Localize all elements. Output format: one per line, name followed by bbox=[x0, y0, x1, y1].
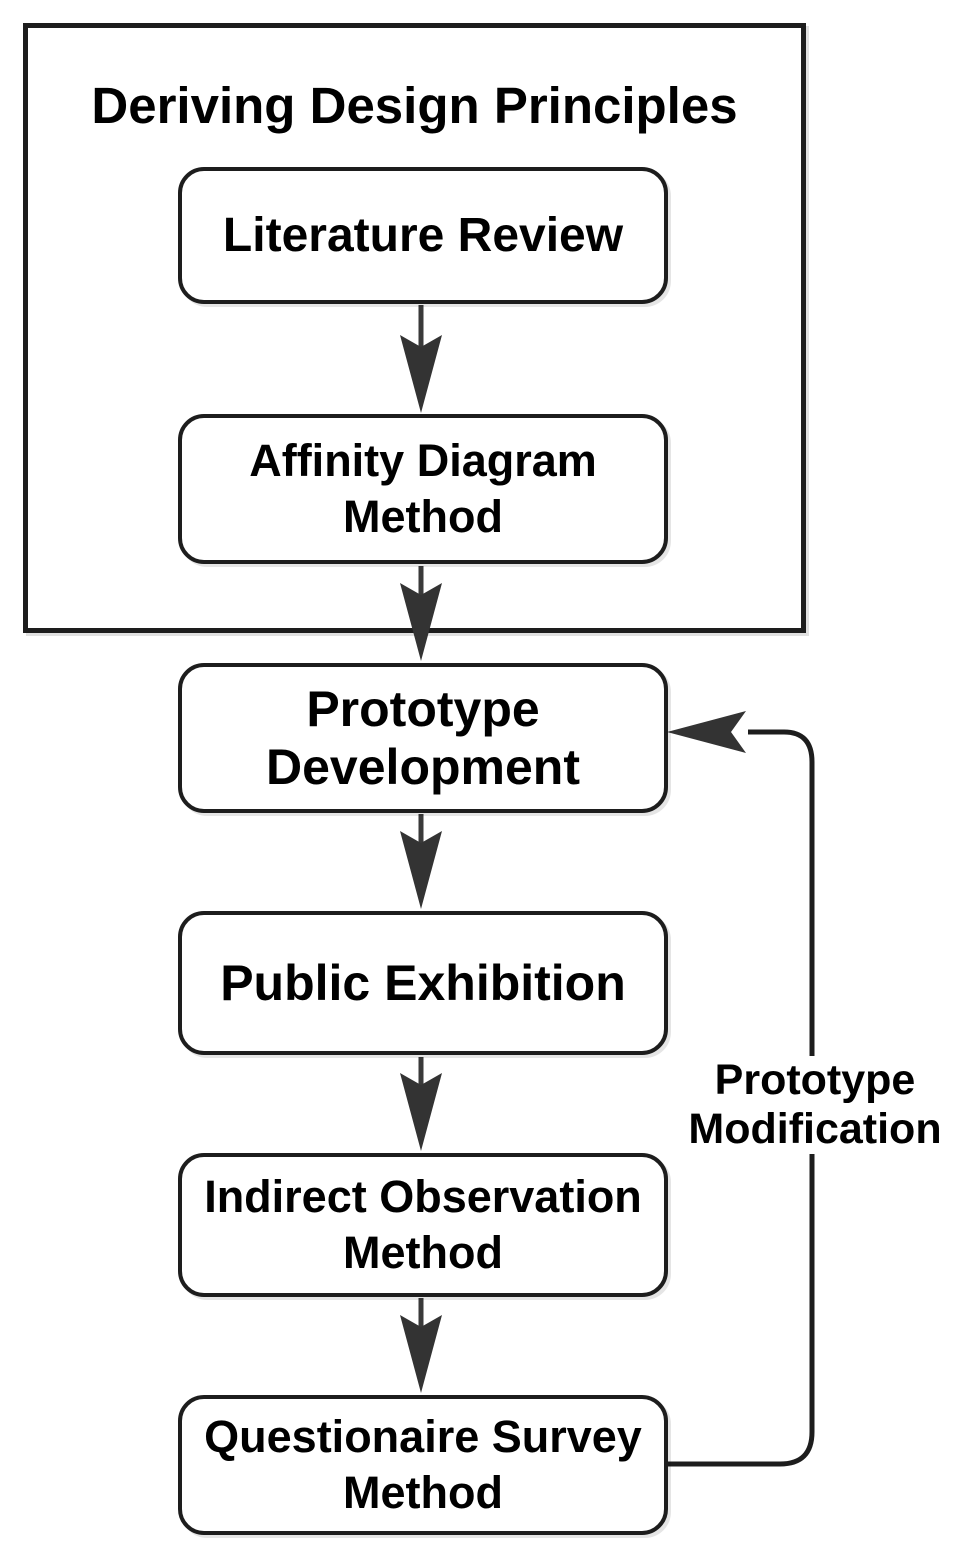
node-label-line2: Method bbox=[343, 1467, 503, 1518]
feedback-label-line2: Modification bbox=[688, 1105, 942, 1153]
node-label-line1: Prototype bbox=[306, 681, 540, 737]
node-label-line2: Method bbox=[343, 491, 503, 542]
arrow-affinity-to-prototype bbox=[400, 566, 442, 661]
node-label-line1: Questionaire Survey bbox=[204, 1411, 642, 1462]
arrow-public-to-indirect bbox=[400, 1057, 442, 1151]
node-prototype-development: Prototype Development bbox=[178, 663, 668, 813]
node-label-line2: Development bbox=[266, 739, 580, 795]
node-label-line1: Affinity Diagram bbox=[249, 435, 597, 486]
group-title: Deriving Design Principles bbox=[91, 77, 738, 134]
node-questionaire-survey-method: Questionaire Survey Method bbox=[178, 1395, 668, 1535]
node-label-line2: Method bbox=[343, 1227, 503, 1278]
feedback-label-prototype-modification: Prototype Modification bbox=[670, 1056, 960, 1154]
node-label: Literature Review bbox=[222, 208, 624, 262]
feedback-label-line1: Prototype bbox=[714, 1056, 916, 1104]
arrow-indirect-to-questionaire bbox=[400, 1298, 442, 1393]
arrow-literature-to-affinity bbox=[400, 305, 442, 413]
node-label: Public Exhibition bbox=[220, 955, 626, 1011]
node-label-line1: Indirect Observation bbox=[204, 1171, 642, 1222]
arrow-prototype-to-public bbox=[400, 814, 442, 909]
node-indirect-observation-method: Indirect Observation Method bbox=[178, 1153, 668, 1297]
node-affinity-diagram-method: Affinity Diagram Method bbox=[178, 414, 668, 564]
node-literature-review: Literature Review bbox=[178, 167, 668, 304]
node-public-exhibition: Public Exhibition bbox=[178, 911, 668, 1055]
